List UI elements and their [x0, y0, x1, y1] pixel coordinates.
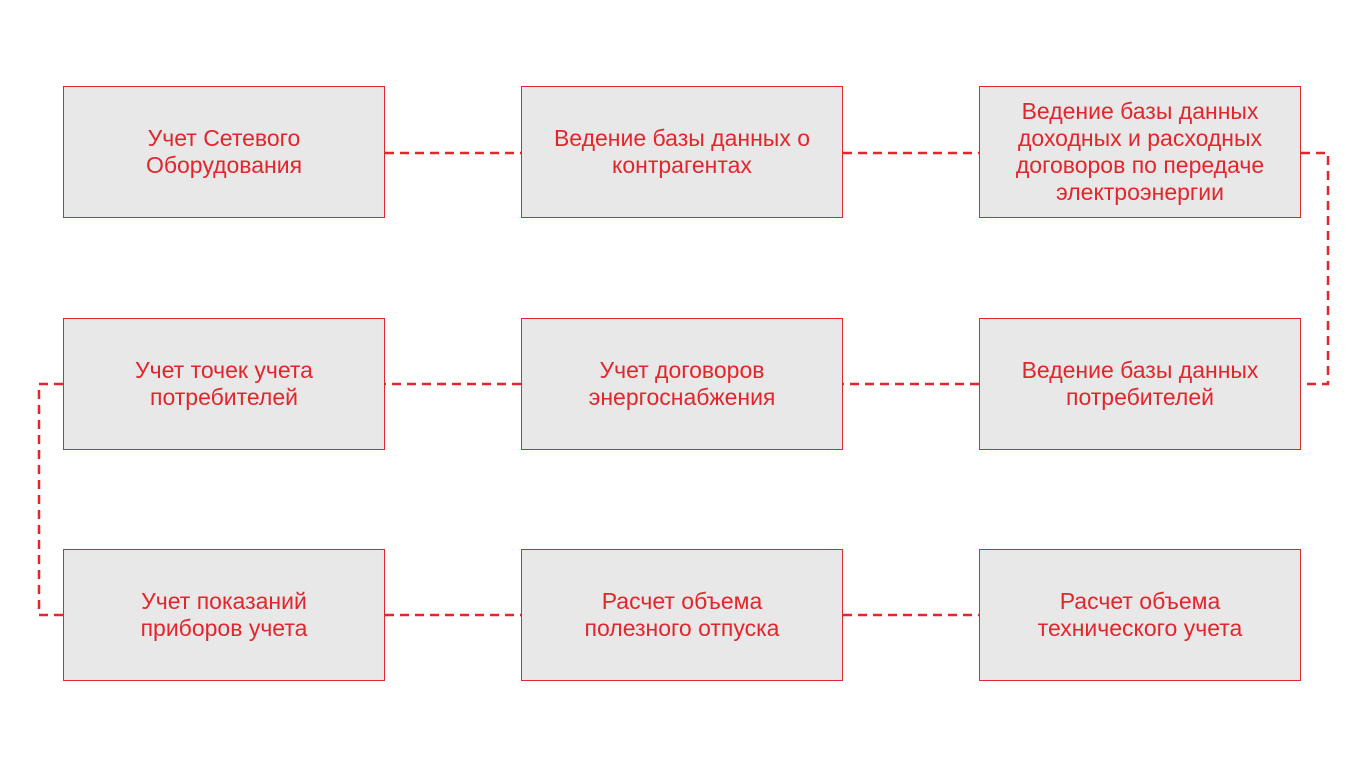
box-label: Учет договоров энергоснабжения	[588, 357, 776, 410]
box-label: Учет Сетевого Оборудования	[145, 125, 303, 178]
box-consumer-metering-points: Учет точек учета потребителей	[63, 318, 385, 450]
box-supply-contracts: Учет договоров энергоснабжения	[521, 318, 843, 450]
box-label: Расчет объема технического учета	[1037, 588, 1243, 641]
box-label: Ведение базы данных потребителей	[1021, 357, 1259, 410]
box-transmission-contracts-database: Ведение базы данных доходных и расходных…	[979, 86, 1301, 218]
box-technical-metering-calculation: Расчет объема технического учета	[979, 549, 1301, 681]
box-meter-readings: Учет показаний приборов учета	[63, 549, 385, 681]
box-useful-output-calculation: Расчет объема полезного отпуска	[521, 549, 843, 681]
box-label: Расчет объема полезного отпуска	[584, 588, 780, 641]
box-label: Ведение базы данных о контрагентах	[553, 125, 811, 178]
connector-3-6	[1301, 151, 1330, 386]
box-label: Учет показаний приборов учета	[140, 588, 308, 641]
connector-4-7	[37, 382, 63, 617]
box-label: Учет точек учета потребителей	[135, 357, 313, 410]
box-contractors-database: Ведение базы данных о контрагентах	[521, 86, 843, 218]
box-consumers-database: Ведение базы данных потребителей	[979, 318, 1301, 450]
box-label: Ведение базы данных доходных и расходных…	[1015, 98, 1265, 205]
box-network-equipment: Учет Сетевого Оборудования	[63, 86, 385, 218]
